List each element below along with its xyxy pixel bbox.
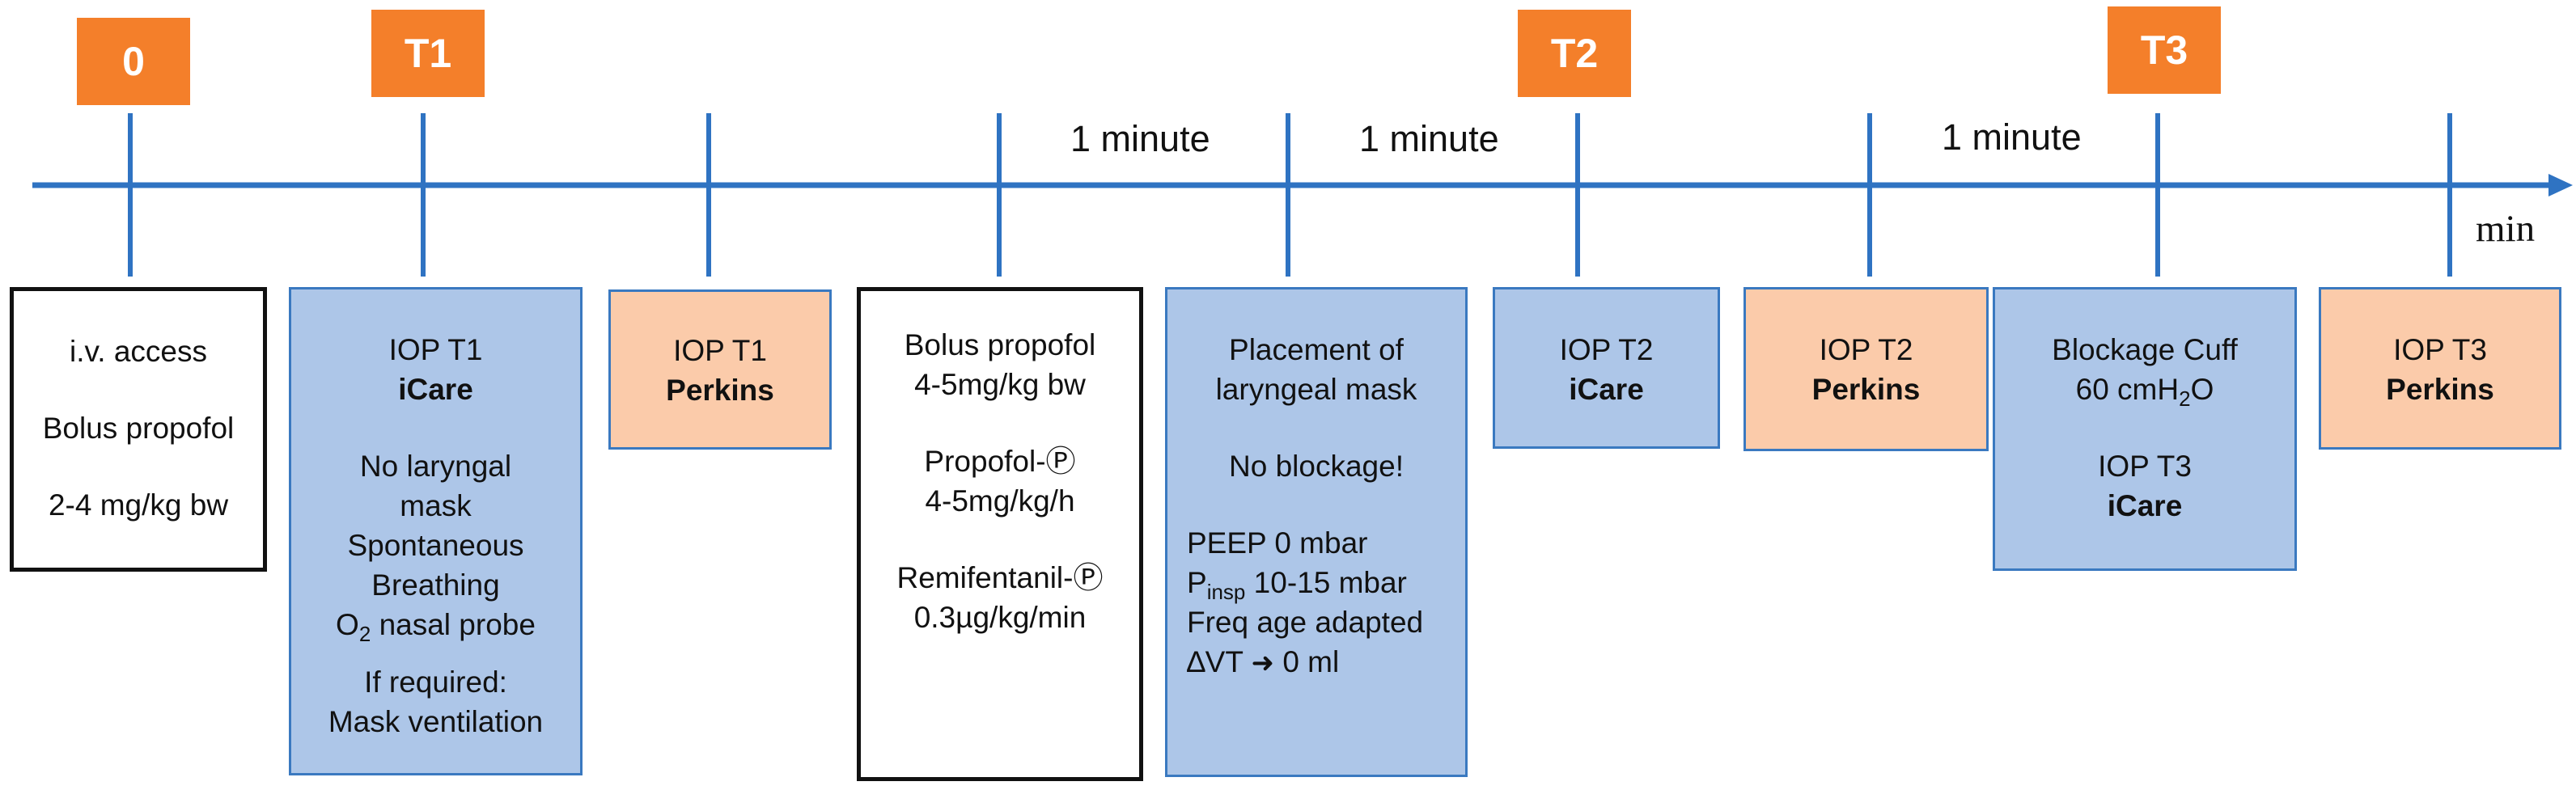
box-text: iCare	[1569, 373, 1644, 406]
box-text: IOP T1	[388, 333, 483, 366]
box-text: IOP T3	[2393, 333, 2487, 366]
box-text: Propofol-Ⓟ	[924, 445, 1076, 478]
timepoint-t2-marker: T2	[1518, 10, 1631, 97]
box-text: Bolus propofol	[42, 412, 235, 445]
box-text: Blockage Cuff	[2052, 333, 2238, 366]
box-text: Perkins	[666, 374, 774, 407]
box-text: Mask ventilation	[328, 705, 544, 738]
box-text: iCare	[2107, 489, 2183, 522]
timeline-arrowhead	[2548, 174, 2573, 196]
box-text: i.v. access	[70, 335, 207, 368]
box-text: IOP T2	[1559, 333, 1654, 366]
iop-t3-perkins-box: IOP T3 Perkins	[2319, 287, 2561, 450]
box-text: PEEP 0 mbar	[1187, 526, 1368, 560]
box-text: Freq age adapted	[1187, 606, 1424, 639]
box-text: ∆VT ➜ 0 ml	[1187, 645, 1340, 679]
interval-label: 1 minute	[1359, 118, 1499, 159]
axis-unit-label: min	[2476, 208, 2536, 250]
box-text: Perkins	[2386, 373, 2494, 406]
box-text: mask	[400, 489, 472, 522]
box-text: Placement of	[1229, 333, 1404, 366]
box-text: 60 cmH2O	[2075, 373, 2214, 411]
iop-t2-perkins-box: IOP T2 Perkins	[1743, 287, 1989, 451]
box-text: No blockage!	[1229, 450, 1404, 483]
laryngeal-mask-box: Placement of laryngeal mask No blockage!…	[1165, 287, 1468, 777]
box-text: Breathing	[371, 568, 500, 602]
box-text: Bolus propofol	[904, 328, 1096, 361]
ventilation-settings: PEEP 0 mbar Pinsp 10-15 mbar Freq age ad…	[1167, 523, 1423, 683]
box-text: 2-4 mg/kg bw	[48, 488, 229, 522]
right-arrow-icon: ➜	[1251, 647, 1275, 679]
box-text: O2 nasal probe	[336, 608, 536, 646]
interval-label: 1 minute	[1942, 116, 2082, 158]
box-text: IOP T3	[2098, 450, 2192, 483]
iop-t1-icare-box: IOP T1 iCare No laryngal mask Spontaneou…	[289, 287, 583, 775]
box-text: Spontaneous	[347, 529, 524, 562]
iop-t1-perkins-box: IOP T1 Perkins	[608, 289, 832, 450]
box-text: IOP T2	[1819, 333, 1913, 366]
iop-t2-icare-box: IOP T2 iCare	[1493, 287, 1720, 449]
blockage-cuff-box: Blockage Cuff 60 cmH2O IOP T3 iCare	[1993, 287, 2297, 571]
box-text: Pinsp 10-15 mbar	[1187, 566, 1407, 604]
box-text: 4-5mg/kg bw	[914, 368, 1086, 401]
bolus-propofol-box: Bolus propofol 4-5mg/kg bw Propofol-Ⓟ 4-…	[857, 287, 1143, 781]
timepoint-t1-marker: T1	[371, 10, 485, 97]
box-text: iCare	[398, 373, 473, 406]
box-text: Perkins	[1811, 373, 1921, 406]
iv-access-box: i.v. access Bolus propofol 2-4 mg/kg bw	[10, 287, 267, 572]
box-text: 0.3µg/kg/min	[913, 601, 1087, 634]
interval-label: 1 minute	[1070, 118, 1210, 159]
box-text: laryngeal mask	[1215, 373, 1417, 406]
box-text: 4-5mg/kg/h	[925, 484, 1075, 518]
timepoint-0-marker: 0	[77, 18, 190, 105]
box-text: If required:	[364, 665, 507, 699]
box-text: Remifentanil-Ⓟ	[896, 561, 1104, 594]
box-text: No laryngal	[359, 450, 512, 483]
timepoint-t3-marker: T3	[2108, 6, 2221, 94]
box-text: IOP T1	[673, 334, 767, 367]
